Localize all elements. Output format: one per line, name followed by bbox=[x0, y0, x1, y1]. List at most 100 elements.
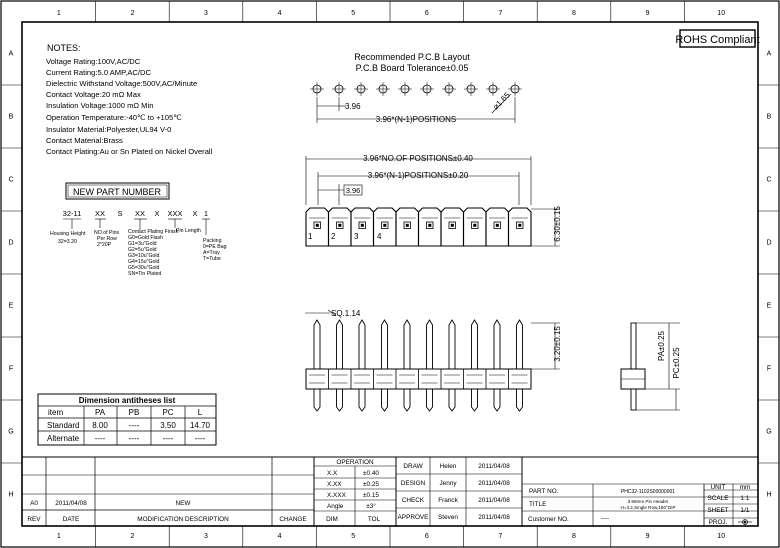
dim-table-cell: 8.00 bbox=[92, 421, 108, 430]
signoff-name: Steven bbox=[438, 514, 458, 521]
front-pin bbox=[373, 319, 393, 412]
zone-column-label: 7 bbox=[498, 10, 502, 17]
pn-pins-example: 2*20P bbox=[97, 242, 112, 248]
pn-plating-g0: G0=Gold Flash bbox=[128, 235, 163, 241]
housing-pin-center bbox=[450, 223, 454, 227]
zone-column-label: 5 bbox=[351, 10, 355, 17]
housing-cell bbox=[440, 207, 465, 247]
pa-label: PA±0.25 bbox=[657, 330, 666, 361]
pn-pin-length-label: Pin Length bbox=[176, 228, 201, 234]
part-number-title: NEW PART NUMBER bbox=[73, 187, 162, 197]
pcb-span-label: 3.96*(N-1)POSITIONS bbox=[376, 115, 456, 124]
rev-date-value: 2011/04/08 bbox=[55, 500, 87, 507]
top-dim-height: 6.30±0.15 bbox=[553, 206, 562, 242]
zone-column-label: 2 bbox=[130, 533, 134, 540]
side-pin-bottom bbox=[630, 388, 637, 411]
note-line: Dielectric Withstand Voltage:500V,AC/Min… bbox=[46, 79, 197, 88]
pin-upper bbox=[381, 319, 388, 369]
dim-table-cell: Standard bbox=[47, 421, 79, 430]
housing-pin-square bbox=[336, 221, 344, 229]
top-view: 3.96*NO.OF POSITIONS±0.40 3.96*(N-1)POSI… bbox=[305, 154, 562, 247]
part-number-block: NEW PART NUMBER 32-11 XX S XX X XXX X 1 … bbox=[50, 182, 227, 277]
title-block bbox=[22, 456, 758, 526]
signoff-role: APPROVE bbox=[398, 514, 429, 521]
pcb-subtitle: P.C.B Board Tolerance±0.05 bbox=[356, 63, 469, 73]
pin-lower bbox=[471, 389, 478, 412]
housing-cell bbox=[485, 207, 510, 247]
signoff-role: DRAW bbox=[403, 463, 423, 470]
title-value-detail: H=3.2,Single Row,180°DIP bbox=[620, 505, 675, 510]
pn-plating-g4: G4=15u"Gold bbox=[128, 259, 160, 265]
dim-table-cell: 14.70 bbox=[190, 421, 211, 430]
pn-packing-tray: A=Tray bbox=[203, 250, 220, 256]
front-pin bbox=[485, 319, 505, 412]
zone-row-label: D bbox=[8, 240, 13, 247]
pin-upper bbox=[403, 319, 411, 369]
zone-row-label: F bbox=[767, 366, 771, 373]
zone-row-label: A bbox=[9, 51, 14, 58]
pin-lower bbox=[381, 389, 388, 412]
pcb-hole-label: ⌀1.65 bbox=[491, 90, 512, 111]
pn-packing-title: Packing bbox=[203, 238, 222, 244]
dim-table-cell: ---- bbox=[129, 421, 140, 430]
op-tol: ±3° bbox=[366, 502, 376, 510]
pin-upper bbox=[313, 319, 321, 369]
housing-pin-center bbox=[495, 223, 499, 227]
front-pin-row bbox=[309, 319, 528, 412]
unit-value: mm bbox=[740, 484, 751, 491]
zone-row-label: G bbox=[8, 429, 13, 436]
housing-pin-center bbox=[383, 223, 387, 227]
dim-table-cell: Alternate bbox=[47, 434, 80, 443]
zone-row-label: D bbox=[766, 240, 771, 247]
pcb-layout: Recommended P.C.B Layout P.C.B Board Tol… bbox=[310, 52, 522, 124]
housing-pin-center bbox=[518, 223, 522, 227]
scale-value: 1:1 bbox=[741, 495, 750, 502]
pin-upper bbox=[426, 319, 433, 369]
op-dim: X.XXX bbox=[327, 492, 347, 499]
top-dim-span: 3.96*(N-1)POSITIONS±0.20 bbox=[368, 171, 469, 180]
dim-table-cell: ---- bbox=[163, 434, 174, 443]
sq-label: SQ.1.14 bbox=[331, 309, 361, 318]
customer-value: ---- bbox=[601, 515, 610, 522]
side-pin-top bbox=[630, 322, 637, 370]
housing-cell bbox=[507, 207, 532, 247]
pn-plating-g2: G2=5u"Gold bbox=[128, 247, 157, 253]
pin-lower bbox=[516, 389, 523, 412]
pn-pins-row: Per Row bbox=[97, 236, 117, 242]
zone-column-label: 8 bbox=[572, 10, 576, 17]
pn-plating-sn: SN=Tin Plated bbox=[128, 271, 162, 277]
pin-lower bbox=[403, 389, 411, 412]
position-number: 1 bbox=[308, 232, 313, 241]
pc-label: PC±0.25 bbox=[672, 347, 681, 379]
note-line: Insulator Material:Polyester,UL94 V-0 bbox=[46, 125, 171, 134]
front-housing bbox=[305, 368, 532, 390]
front-pin bbox=[309, 319, 325, 412]
pn-packing-bag: 0=PE Bag bbox=[203, 244, 227, 250]
sheet-label: SHEET bbox=[707, 507, 728, 514]
customer-label: Customer NO. bbox=[528, 516, 569, 523]
housing-pin-square bbox=[403, 221, 411, 229]
pin-lower bbox=[336, 389, 343, 412]
zone-row-label: H bbox=[8, 492, 13, 499]
dim-table-header: item bbox=[48, 408, 63, 417]
dim-table-cell: ---- bbox=[195, 434, 206, 443]
housing-pin-center bbox=[338, 223, 342, 227]
pin-upper bbox=[336, 319, 343, 369]
notes-block: NOTES: Voltage Rating:100V,AC/DC Current… bbox=[46, 43, 213, 156]
pn-plating-g3: G3=10u"Gold bbox=[128, 253, 160, 259]
zone-row-label: A bbox=[767, 51, 772, 58]
pn-housing-label: Housing Height bbox=[50, 231, 86, 237]
housing-pin-square bbox=[471, 221, 479, 229]
housing-pin-square bbox=[426, 221, 434, 229]
housing-outline bbox=[440, 207, 465, 247]
signoff-name: Franck bbox=[438, 497, 458, 504]
pn-code-length: XXX bbox=[167, 209, 182, 218]
housing-pin-square bbox=[516, 221, 524, 229]
zone-column-label: 5 bbox=[351, 533, 355, 540]
zone-column-label: 6 bbox=[425, 533, 429, 540]
zone-row-label: H bbox=[766, 492, 771, 499]
dim-table-header: L bbox=[198, 408, 203, 417]
